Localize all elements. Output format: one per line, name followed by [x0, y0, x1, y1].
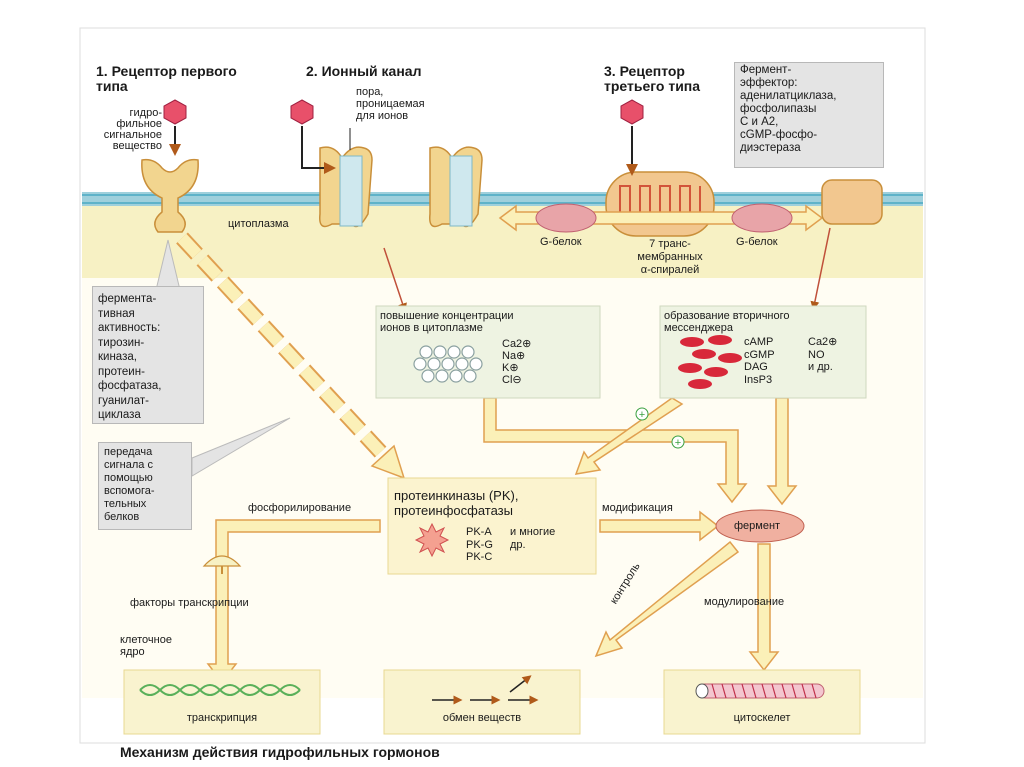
- enzymatic-activity-box: [92, 286, 204, 424]
- transcription-factor-icon: [202, 555, 242, 567]
- helper-proteins-box: [98, 442, 192, 530]
- enzyme-ellipse: [715, 509, 805, 543]
- receptor3-title: 3. Рецептор третьего типа: [604, 63, 701, 94]
- flow-arrows: [206, 397, 798, 684]
- phosphorylation-label: фосфорилирование: [248, 502, 352, 514]
- cytoplasm-label: цитоплазма: [228, 218, 289, 230]
- ion-circles: [413, 345, 483, 383]
- metabolism-box: [383, 669, 581, 735]
- effector-enzyme: [821, 179, 883, 225]
- modulation-label: модулирование: [704, 596, 785, 608]
- cytoskeleton-output-label: цитоскелет: [733, 712, 791, 724]
- kinase-box-title: протеинкиназы (PK), протеинфосфатазы: [394, 488, 519, 518]
- transcription-box: [123, 669, 321, 735]
- ion-channel: [290, 99, 483, 228]
- figure-caption: Механизм действия гидрофильных гормонов: [120, 744, 440, 760]
- modification-label: модификация: [602, 502, 673, 514]
- dna-helix-icon: [139, 684, 301, 696]
- messenger-list-1: cAMP cGMP DAG InsP3: [744, 336, 775, 386]
- arrow-channel-to-ions: [383, 247, 407, 313]
- receptor1-title: 1. Рецептор первого типа: [96, 63, 237, 94]
- hormone-hexagon-3: [620, 99, 644, 125]
- enzymatic-activity-text: фермента- тивная активность: тирозин- ки…: [98, 293, 162, 421]
- dashed-arrow-kinase: [176, 232, 406, 480]
- transcription-factors-label: факторы транскрипции: [130, 597, 249, 609]
- hormone-hexagon-2: [290, 99, 314, 125]
- cytoskeleton-box: [663, 669, 861, 735]
- receptor-type1: [141, 99, 199, 233]
- nucleus-label: клеточное ядро: [120, 634, 172, 658]
- helices-label: 7 транс- мембранных α-спиралей: [637, 238, 703, 276]
- messenger-ellipses: [678, 335, 742, 389]
- ion-channel-title: 2. Ионный канал: [306, 63, 422, 79]
- messenger-list-2: Ca2⊕ NO и др.: [808, 336, 838, 373]
- ion-box-title: повышение концентрации ионов в цитоплазм…: [380, 310, 514, 334]
- g-protein-right-label: G-белок: [736, 236, 778, 248]
- enzyme-label: фермент: [734, 520, 781, 532]
- pore-label: пора, проницаемая для ионов: [356, 86, 425, 122]
- ligand-label: гидро- фильное сигнальное вещество: [103, 107, 162, 152]
- g-protein-right: [731, 203, 793, 233]
- plus-mark-1: [635, 407, 649, 421]
- plus-mark-2: [671, 435, 685, 449]
- ion-list: Ca2⊕ Na⊕ K⊕ Cl⊖: [502, 338, 532, 386]
- messenger-box-title: образование вторичного мессенджера: [664, 310, 790, 334]
- kinase-box: [387, 477, 597, 575]
- metabolism-output-label: обмен веществ: [442, 712, 522, 724]
- kinase-star-icon: [414, 522, 450, 558]
- arrow-effector-to-messenger: [810, 227, 831, 311]
- helper-proteins-text: передача сигнала с помощью вспомога- тел…: [104, 446, 155, 523]
- hormone-hexagon-1: [163, 99, 187, 125]
- g-protein-left-label: G-белок: [540, 236, 582, 248]
- callout-helper: [191, 417, 291, 477]
- effector-label: Фермент- эффектор: аденилатциклаза, фосф…: [740, 64, 837, 154]
- kinase-note: и многие др.: [510, 526, 556, 551]
- cytoskeleton-filament-icon: [695, 683, 825, 699]
- svg-text:+: +: [675, 437, 681, 449]
- ion-box: [375, 305, 601, 399]
- g-protein-left: [535, 203, 597, 233]
- svg-text:+: +: [639, 409, 645, 421]
- transcription-output-label: транскрипция: [186, 712, 258, 724]
- kinase-list: PK-A PK-G PK-C: [466, 526, 493, 563]
- metabolism-arrows-icon: [432, 675, 539, 705]
- g-protein-arrow: [498, 203, 824, 233]
- effector-label-box: [734, 62, 884, 168]
